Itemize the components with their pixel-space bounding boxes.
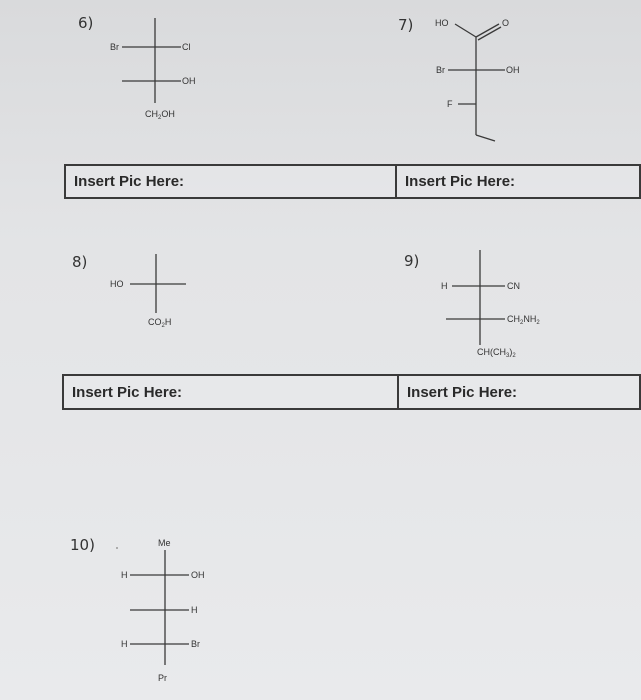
- answer-box-7[interactable]: Insert Pic Here:: [395, 164, 641, 199]
- answer-box-8-label: Insert Pic Here:: [72, 383, 183, 401]
- q9-left-label-h: H: [441, 281, 448, 291]
- q7-left-label-f: F: [447, 99, 453, 109]
- q6-right-label-oh: OH: [182, 76, 196, 86]
- q7-left-label-br: Br: [436, 65, 445, 75]
- q8-bottom-label: CO2H: [148, 317, 171, 329]
- q7-top-left-label: HO: [435, 18, 449, 28]
- q7-top-right-label: O: [502, 18, 509, 28]
- answer-box-9[interactable]: Insert Pic Here:: [397, 374, 641, 410]
- q9-right-label-cn: CN: [507, 281, 520, 291]
- q10-right-label-h: H: [191, 605, 198, 615]
- answer-box-9-label: Insert Pic Here:: [407, 383, 518, 401]
- stray-dot: [116, 547, 118, 549]
- q10-right-label-oh: OH: [191, 570, 205, 580]
- question-8-number: 8): [72, 253, 88, 271]
- question-6-number: 6): [78, 14, 94, 32]
- q7-right-label-oh: OH: [506, 65, 520, 75]
- answer-box-8[interactable]: Insert Pic Here:: [62, 374, 399, 410]
- q10-left-label-h-top: H: [121, 570, 128, 580]
- q8-left-label-ho: HO: [110, 279, 124, 289]
- q6-bottom-label: CH2OH: [145, 109, 175, 121]
- q6-right-label-cl: Cl: [182, 42, 191, 52]
- q6-left-label-br: Br: [110, 42, 119, 52]
- question-10-number: 10): [70, 536, 95, 554]
- q9-right-label-ch2nh2: CH2NH2: [507, 314, 540, 326]
- answer-box-6-label: Insert Pic Here:: [74, 173, 185, 190]
- q10-left-label-h-bottom: H: [121, 639, 128, 649]
- question-7-number: 7): [398, 16, 414, 34]
- q10-top-label-me: Me: [158, 538, 171, 548]
- q10-bottom-label-pr: Pr: [158, 673, 167, 683]
- q10-right-label-br: Br: [191, 639, 200, 649]
- answer-box-7-label: Insert Pic Here:: [405, 173, 516, 190]
- question-9-number: 9): [404, 252, 420, 270]
